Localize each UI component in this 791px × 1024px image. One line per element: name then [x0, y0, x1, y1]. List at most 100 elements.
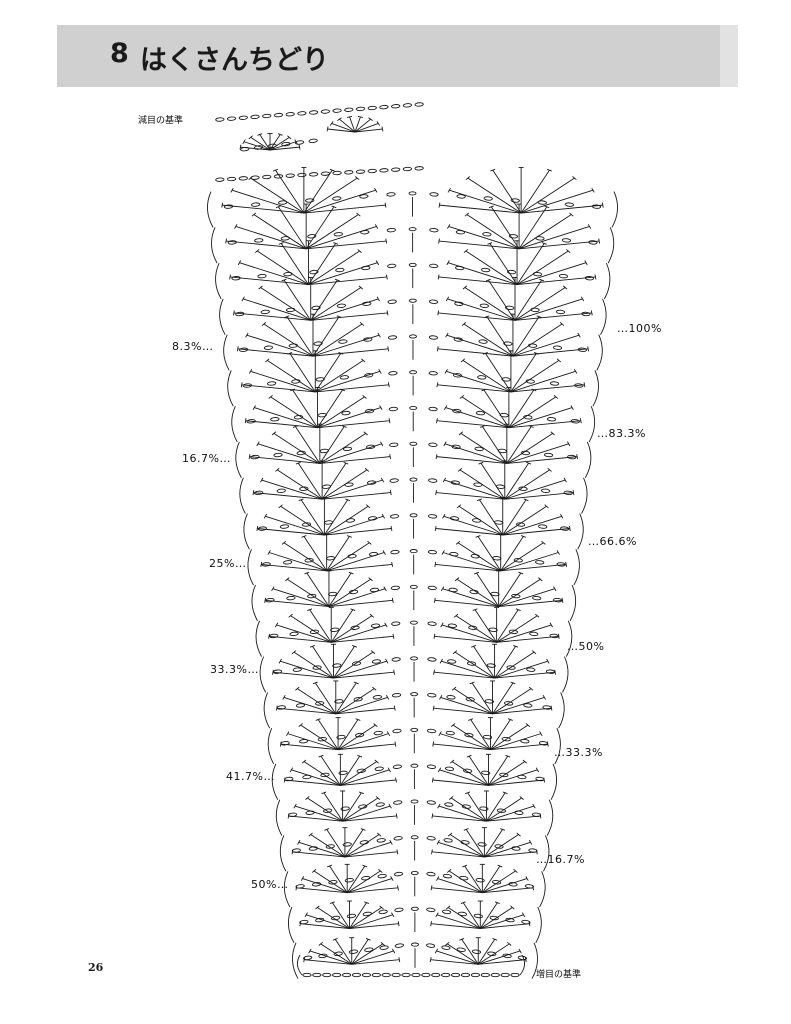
edge-turning-chain [588, 406, 596, 443]
edge-turning-chain [255, 620, 262, 657]
chain-stitch [393, 871, 404, 877]
double-crochet-fan [448, 796, 454, 800]
chain-stitch [499, 772, 509, 778]
double-crochet-fan [340, 779, 397, 786]
percent-right-2: …83.3% [597, 427, 646, 440]
edge-turning-chain [219, 298, 226, 335]
double-crochet-fan [533, 352, 539, 355]
double-crochet-fan [278, 242, 284, 245]
double-crochet-fan [468, 718, 474, 721]
double-crochet-fan [308, 243, 337, 285]
chain-stitch [426, 907, 436, 913]
center-chain-stitch [410, 835, 419, 840]
edge-turning-chain [243, 513, 250, 550]
double-crochet-fan [433, 707, 493, 715]
double-crochet-fan [479, 499, 504, 536]
chain-stitch [336, 734, 346, 740]
double-crochet-fan [280, 743, 339, 751]
double-crochet-fan [438, 240, 520, 250]
double-crochet-fan [459, 938, 465, 941]
double-crochet-fan [431, 813, 434, 819]
double-crochet-fan [497, 864, 503, 868]
edge-turning-chain [539, 871, 546, 908]
chain-stitch [518, 486, 528, 491]
chain-stitch [584, 276, 595, 281]
double-crochet-fan [229, 276, 309, 286]
double-crochet-fan [342, 792, 362, 822]
swatch-chain-stitch [367, 168, 377, 174]
swatch-chain-stitch [391, 167, 401, 172]
chain-stitch [470, 554, 480, 559]
double-crochet-fan [250, 177, 305, 214]
double-crochet-fan [358, 791, 364, 795]
double-crochet-fan [379, 405, 383, 410]
chain-stitch [293, 415, 304, 420]
double-crochet-fan [397, 885, 399, 891]
chain-stitch [390, 549, 400, 555]
chain-stitch [289, 631, 299, 637]
double-crochet-fan [544, 504, 549, 509]
double-crochet-fan [385, 695, 390, 700]
double-crochet-fan [461, 322, 467, 326]
double-crochet-fan [504, 462, 530, 500]
double-crochet-fan [308, 948, 312, 954]
chain-stitch [280, 236, 290, 241]
double-crochet-fan [446, 943, 479, 965]
double-crochet-fan [494, 660, 548, 679]
double-crochet-fan [245, 420, 318, 429]
double-crochet-fan [590, 310, 593, 316]
double-crochet-fan [513, 869, 518, 873]
double-crochet-fan [538, 577, 543, 582]
double-crochet-fan [323, 792, 344, 822]
double-crochet-fan [570, 405, 574, 410]
swatch-double-crochet [354, 116, 361, 133]
double-crochet-fan [488, 205, 494, 209]
swatch-chain-stitch [391, 104, 401, 109]
double-crochet-fan [312, 334, 380, 357]
double-crochet-fan [438, 202, 441, 208]
double-crochet-fan [230, 187, 234, 193]
double-crochet-fan [508, 389, 535, 428]
double-crochet-fan [435, 912, 439, 918]
double-crochet-fan [541, 540, 546, 545]
double-crochet-fan [565, 561, 568, 567]
edge-turning-chain [292, 942, 299, 979]
double-crochet-fan [267, 550, 271, 555]
double-crochet-fan [350, 608, 356, 611]
swatch-double-crochet [376, 121, 381, 126]
double-crochet-fan [484, 353, 512, 393]
double-crochet-fan [482, 426, 508, 464]
double-crochet-fan [473, 646, 495, 679]
center-chain-stitch [408, 227, 417, 232]
center-chain-stitch [409, 405, 418, 411]
double-crochet-fan [229, 274, 231, 280]
double-crochet-fan [283, 696, 336, 715]
chain-stitch [495, 484, 506, 489]
double-crochet-fan [546, 658, 550, 664]
double-crochet-fan [462, 360, 512, 393]
double-crochet-fan [445, 407, 510, 429]
edge-turning-chain [288, 906, 295, 944]
double-crochet-fan [432, 815, 487, 822]
swatch-chain-stitch [355, 106, 366, 112]
chain-stitch [393, 836, 403, 841]
double-crochet-fan [522, 759, 528, 764]
chain-stitch [227, 240, 237, 245]
double-crochet-fan [490, 733, 542, 751]
chain-stitch [444, 802, 454, 807]
double-crochet-fan [444, 443, 507, 464]
chain-stitch [486, 663, 496, 668]
double-crochet-fan [505, 754, 511, 758]
double-crochet-fan [286, 316, 314, 357]
chain-stitch [477, 375, 487, 380]
double-crochet-fan [476, 498, 482, 502]
chain-stitch [426, 943, 436, 948]
chain-stitch [391, 621, 401, 626]
double-crochet-fan [392, 633, 395, 639]
double-crochet-fan [480, 914, 524, 929]
double-crochet-fan [222, 204, 304, 214]
chain-stitch [482, 232, 492, 237]
chain-stitch [529, 631, 539, 637]
double-crochet-fan [434, 525, 437, 532]
double-crochet-fan [580, 296, 585, 302]
